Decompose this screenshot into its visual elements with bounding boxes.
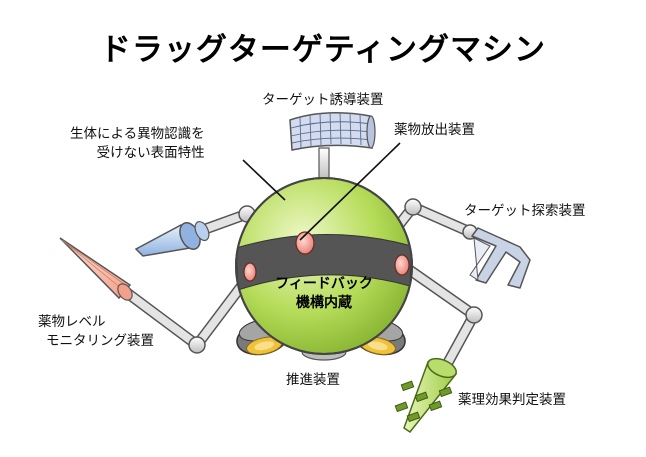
- leader-lines: [242, 142, 401, 241]
- label-drug-level-line1: 薬物レベル: [38, 314, 106, 330]
- label-feedback-line2: 機構内蔵: [296, 295, 352, 311]
- label-surface-property-line1: 生体による異物認識を: [70, 126, 205, 142]
- drug-release-ports: [243, 231, 410, 282]
- machine-body-sphere: [235, 177, 413, 355]
- label-feedback: フィードバック 機構内蔵: [260, 275, 388, 313]
- label-propulsion: 推進装置: [286, 372, 340, 388]
- right-lower-arm: [398, 260, 483, 374]
- diagram-title: ドラッグターゲティングマシン: [99, 32, 547, 68]
- label-drug-level: 薬物レベル モニタリング装置: [38, 313, 154, 351]
- probe-tip: [134, 220, 210, 257]
- label-drug-effect: 薬理効果判定装置: [458, 392, 566, 408]
- drug-effect-tool: [394, 357, 458, 434]
- label-target-guidance: ターゲット誘導装置: [262, 92, 384, 108]
- label-drug-release: 薬物放出装置: [394, 122, 475, 138]
- label-target-search: ターゲット探索装置: [464, 203, 586, 219]
- drug-level-cone: [59, 237, 133, 301]
- label-surface-property-line2: 受けない表面特性: [96, 145, 205, 161]
- label-drug-level-line2: モニタリング装置: [46, 333, 154, 349]
- left-lower-arm: [120, 274, 252, 354]
- target-search-claw: [469, 227, 531, 289]
- label-feedback-line1: フィードバック: [275, 276, 373, 292]
- target-guidance-antenna: [289, 111, 376, 181]
- label-surface-property: 生体による異物認識を 受けない表面特性: [70, 125, 205, 163]
